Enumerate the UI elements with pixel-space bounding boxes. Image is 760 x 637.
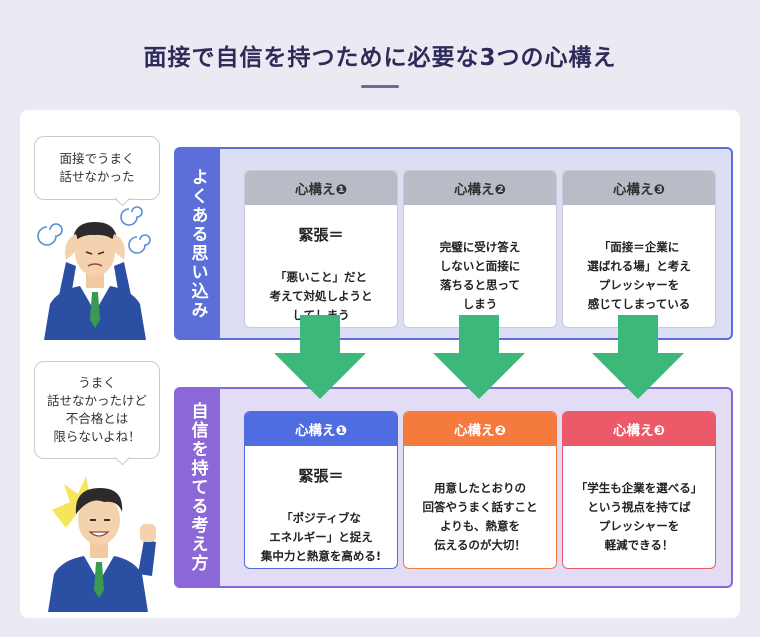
misconception-box-1: 心構え❶ 緊張＝ 「悪いこと」だと 考えて対処しようと してしまう: [244, 170, 398, 328]
mindset-label-tab: 自信を持てる考え方: [176, 389, 220, 586]
mindset-box-2-head: 心構え❷: [404, 412, 556, 446]
mindset-box-3-text: 「学生も企業を選べる」 という視点を持てば プレッシャーを 軽減できる！: [575, 480, 703, 552]
speech-bubble-bottom-text: うまく 話せなかったけど 不合格とは 限らないよね！: [46, 375, 147, 444]
mindset-box-1: 心構え❶ 緊張＝ 「ポジティブな エネルギー」と捉え 集中力と熱意を高める!: [244, 411, 398, 569]
misconception-label-tab: よくある思い込み: [176, 149, 220, 338]
misconception-box-2-head: 心構え❷: [404, 171, 556, 205]
down-arrow-icon-1: [274, 315, 366, 399]
misconception-box-3-head: 心構え❸: [563, 171, 715, 205]
speech-bubble-bottom: うまく 話せなかったけど 不合格とは 限らないよね！: [34, 361, 160, 466]
down-arrow-icon-3: [592, 315, 684, 399]
page-title: 面接で自信を持つために必要な3つの心構え: [143, 45, 617, 71]
mindset-box-1-text: 「ポジティブな エネルギー」と捉え 集中力と熱意を高める!: [260, 511, 382, 563]
speech-bubble-top-text: 面接でうまく 話せなかった: [59, 151, 135, 184]
mindset-box-2: 心構え❷ 用意したとおりの 回答やうまく話すこと よりも、熱意を 伝えるのが大切…: [403, 411, 557, 569]
speech-bubble-top: 面接でうまく 話せなかった: [34, 136, 160, 207]
mindset-box-2-text: 用意したとおりの 回答やうまく話すこと よりも、熱意を 伝えるのが大切！: [422, 480, 538, 552]
mindset-box-1-big: 緊張＝: [298, 467, 344, 485]
title-underline: [361, 85, 399, 88]
confident-man-icon: [48, 476, 156, 612]
misconception-box-1-head: 心構え❶: [245, 171, 397, 205]
misconception-box-3: 心構え❸ 「面接＝企業に 選ばれる場」と考え プレッシャーを 感じてしまっている: [562, 170, 716, 328]
misconception-box-3-text: 「面接＝企業に 選ばれる場」と考え プレッシャーを 感じてしまっている: [587, 239, 691, 311]
misconception-box-1-big: 緊張＝: [298, 226, 344, 244]
mindset-box-1-head: 心構え❶: [245, 412, 397, 446]
mindset-box-3-head: 心構え❸: [563, 412, 715, 446]
down-arrow-icon-2: [433, 315, 525, 399]
misconception-box-2-text: 完璧に受け答え しないと面接に 落ちると思って しまう: [439, 239, 521, 311]
misconception-label: よくある思い込み: [187, 167, 208, 320]
mindset-box-3: 心構え❸ 「学生も企業を選べる」 という視点を持てば プレッシャーを 軽減できる…: [562, 411, 716, 569]
worried-man-icon: [37, 206, 151, 340]
mindset-label: 自信を持てる考え方: [187, 402, 208, 573]
misconception-box-2: 心構え❷ 完璧に受け答え しないと面接に 落ちると思って しまう: [403, 170, 557, 328]
